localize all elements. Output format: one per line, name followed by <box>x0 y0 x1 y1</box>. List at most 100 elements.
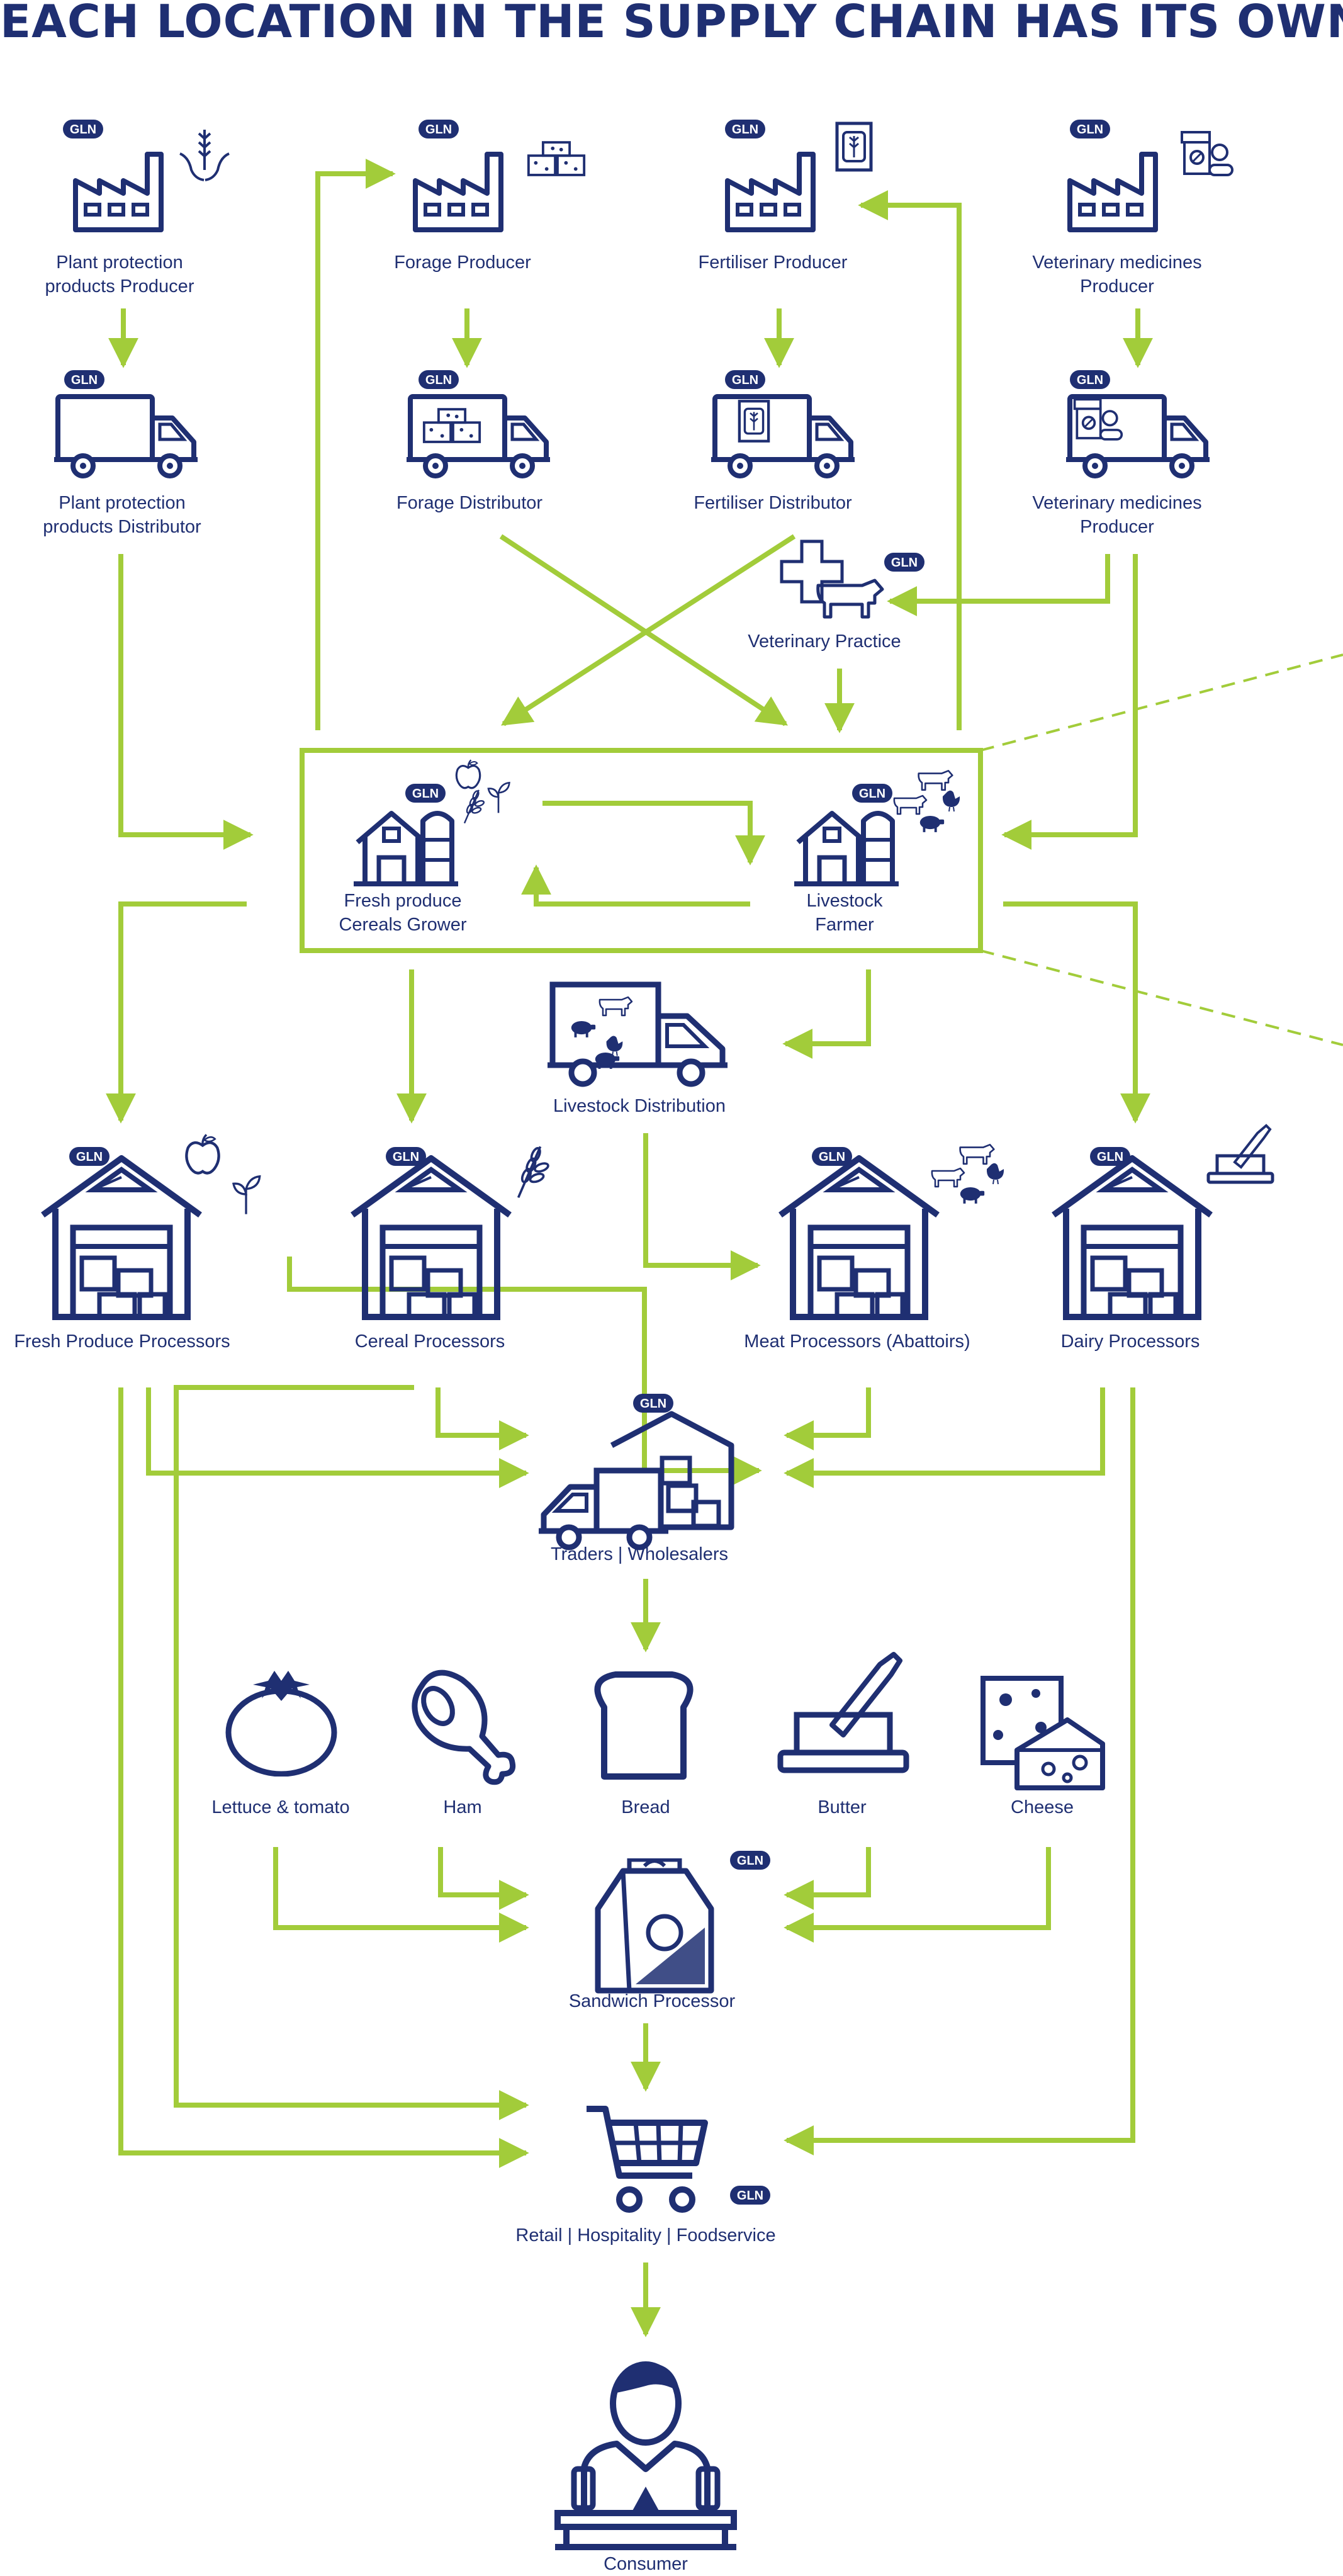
flow-arrow <box>146 1387 529 1488</box>
farm-frame <box>300 748 983 953</box>
icons-layer: GLN GLN GLN GLN GLN GLN GLN GLN GLN GLN GLN GLN GLN G… <box>43 120 1273 2547</box>
node-fertiliser-distributor: GLN <box>711 370 855 476</box>
flow-arrow <box>174 1385 529 2120</box>
node-forage-distributor: GLN <box>407 370 550 476</box>
gln-badge: GLN <box>812 1147 852 1166</box>
gln-badge: GLN <box>64 370 104 389</box>
factory-icon <box>415 154 501 230</box>
label-line: products Producer <box>45 276 194 297</box>
node-cereal-processors: GLN <box>352 1146 549 1317</box>
label-line: Producer <box>1080 276 1154 297</box>
label-retail-hospitality-foodservice: Retail | Hospitality | Foodservice <box>515 2223 775 2247</box>
gln-badge-text: GLN <box>1097 1150 1123 1164</box>
gln-badge-text: GLN <box>737 1854 763 1868</box>
label-line: Butter <box>818 1797 867 1817</box>
label-line: Plant protection <box>59 493 186 513</box>
label-line: Bread <box>621 1797 670 1817</box>
sandwich-bag-icon <box>598 1860 711 1991</box>
flow-arrow <box>784 1387 1135 2155</box>
label-line: Farmer <box>815 915 874 935</box>
pig-icon <box>919 815 945 832</box>
label-plant-protection-distributor: Plant protection products Distributor <box>43 491 201 539</box>
butter-knife-icon <box>1208 1126 1273 1182</box>
label-line: products Distributor <box>43 517 201 537</box>
label-line: Veterinary medicines <box>1032 252 1202 273</box>
sack-icon <box>739 401 768 441</box>
label-bread: Bread <box>621 1795 670 1819</box>
gln-badge-text: GLN <box>819 1150 845 1164</box>
cheese-icon <box>983 1678 1103 1788</box>
node-livestock-distribution <box>548 985 728 1084</box>
gln-badge-text: GLN <box>425 123 452 137</box>
label-lettuce-tomato: Lettuce & tomato <box>211 1795 349 1819</box>
label-line: Forage Producer <box>394 252 531 273</box>
ham-icon <box>415 1673 513 1782</box>
label-veterinary-practice: Veterinary Practice <box>748 630 901 653</box>
label-line: Ham <box>443 1797 482 1817</box>
node-veterinary-practice: GLN <box>782 541 924 617</box>
flow-arrow <box>542 801 765 866</box>
warehouse-icon <box>43 1158 200 1317</box>
node-livestock-farmer: GLN <box>794 769 961 884</box>
node-retail-hospitality-foodservice: GLN <box>587 2109 770 2210</box>
flow-arrow <box>287 1257 762 1486</box>
sprout-icon <box>232 1175 261 1216</box>
gln-badge: GLN <box>69 1147 110 1166</box>
zoom-line-top <box>980 653 1343 752</box>
label-forage-producer: Forage Producer <box>394 251 531 274</box>
label-line: Lettuce & tomato <box>211 1797 350 1817</box>
wheat-icon <box>519 1146 549 1197</box>
factory-icon <box>1070 154 1155 230</box>
gln-badge-text: GLN <box>732 123 758 137</box>
label-line: Cheese <box>1011 1797 1074 1817</box>
meds-icon <box>1181 131 1233 176</box>
gln-badge-text: GLN <box>640 1397 666 1411</box>
node-lettuce-tomato <box>228 1671 334 1774</box>
label-line: Dairy Processors <box>1060 1331 1200 1352</box>
node-plant-protection-distributor: GLN <box>54 370 198 476</box>
pig-icon <box>960 1187 985 1204</box>
label-line: Veterinary medicines <box>1032 493 1202 513</box>
flow-arrow <box>521 864 750 907</box>
label-livestock-distribution: Livestock Distribution <box>553 1094 726 1118</box>
label-line: Fresh produce <box>344 891 462 911</box>
sprout-icon <box>487 781 510 814</box>
warehouse-icon <box>352 1158 510 1317</box>
flow-arrow <box>118 554 254 850</box>
node-ham <box>415 1673 513 1782</box>
flow-arrow <box>784 1387 1105 1488</box>
flow-arrow <box>499 534 789 726</box>
gln-badge-text: GLN <box>1077 123 1103 137</box>
arrows-layer <box>106 159 1153 2337</box>
label-line: Sandwich Processor <box>568 1991 736 2011</box>
gln-badge: GLN <box>386 1147 426 1166</box>
cow-icon <box>918 769 953 791</box>
hands-wheat-icon <box>179 128 230 181</box>
label-cheese: Cheese <box>1011 1795 1074 1819</box>
chicken-icon <box>941 789 961 812</box>
gln-badge-text: GLN <box>737 2189 763 2203</box>
node-traders-wholesalers: GLN <box>539 1394 731 1547</box>
label-consumer: Consumer <box>604 2552 688 2576</box>
label-line: Traders | Wholesalers <box>550 1544 729 1564</box>
veterinary-cross-icon <box>782 541 842 602</box>
gln-badge-text: GLN <box>71 373 98 387</box>
gln-badge: GLN <box>730 2186 770 2205</box>
tomato-icon <box>228 1671 334 1774</box>
node-bread <box>597 1675 690 1777</box>
warehouse-icon <box>1054 1158 1211 1317</box>
page-title: EACH LOCATION IN THE SUPPLY CHAIN HAS IT… <box>0 0 1343 48</box>
label-traders-wholesalers: Traders | Wholesalers <box>551 1542 728 1566</box>
cow-icon <box>931 1167 965 1188</box>
butter-icon <box>780 1654 906 1770</box>
flow-arrow <box>887 554 1110 616</box>
flow-arrow <box>784 1847 1051 1943</box>
label-line: Livestock Distribution <box>553 1096 726 1116</box>
gln-badge: GLN <box>419 370 459 389</box>
label-line: Meat Processors (Abattoirs) <box>744 1331 970 1352</box>
flow-arrow <box>1001 554 1138 850</box>
label-line: Veterinary Practice <box>748 631 901 652</box>
